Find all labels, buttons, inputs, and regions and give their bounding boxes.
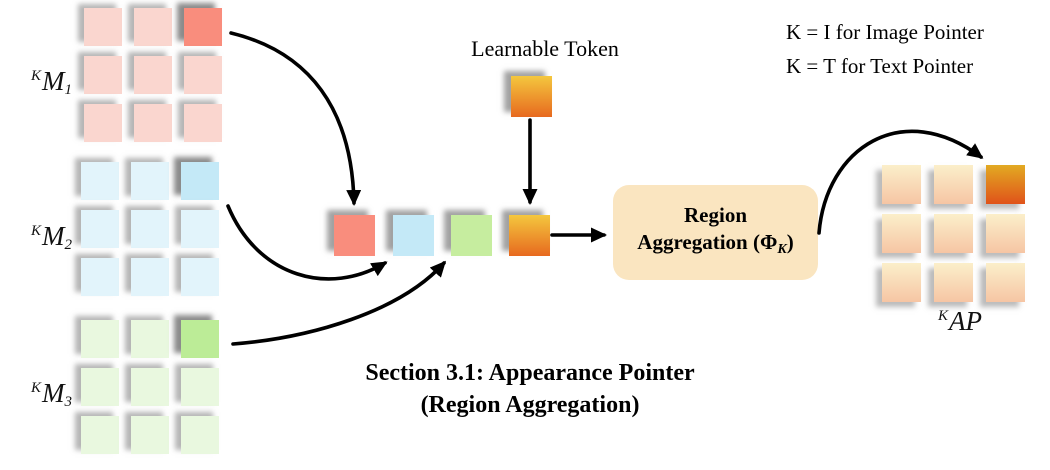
- aggregated-token-square: [509, 215, 550, 256]
- region-box-line1: Region: [684, 203, 747, 227]
- matrix-cell: [181, 416, 219, 454]
- pointer-legend: K = I for Image Pointer K = T for Text P…: [786, 15, 984, 83]
- selected-token-green: [451, 215, 492, 256]
- matrix-cell: [134, 56, 172, 94]
- matrix-cell: [81, 162, 119, 200]
- matrix-label-m2: KM2: [30, 221, 72, 253]
- matrix-cell: [84, 56, 122, 94]
- matrix-cell: [986, 214, 1025, 253]
- matrix-cell: [81, 368, 119, 406]
- learnable-token-square: [511, 76, 552, 117]
- selected-token-red: [334, 215, 375, 256]
- matrix-cell: [131, 162, 169, 200]
- matrix-grid-m3: [81, 320, 219, 454]
- matrix-cell: [84, 104, 122, 142]
- matrix-cell: [934, 214, 973, 253]
- matrix-cell: [131, 368, 169, 406]
- matrix-cell: [184, 56, 222, 94]
- matrix-cell: [81, 416, 119, 454]
- matrix-cell: [882, 263, 921, 302]
- matrix-cell: [134, 8, 172, 46]
- matrix-cell-highlight: [986, 165, 1025, 204]
- matrix-cell-highlight: [181, 162, 219, 200]
- arrow-m3-to-green-token: [231, 260, 447, 346]
- matrix-grid-m1: [84, 8, 222, 142]
- section-caption-line2: (Region Aggregation): [420, 392, 640, 418]
- matrix-cell: [131, 258, 169, 296]
- pointer-legend-line2: K = T for Text Pointer: [786, 54, 974, 78]
- matrix-cell: [934, 165, 973, 204]
- output-matrix-label: KAP: [937, 306, 982, 336]
- matrix-cell: [81, 320, 119, 358]
- selected-token-blue: [393, 215, 434, 256]
- matrix-cell: [134, 104, 172, 142]
- section-caption: Section 3.1: Appearance Pointer (Region …: [320, 357, 740, 421]
- region-box-line2: Aggregation (ΦK): [637, 230, 794, 257]
- matrix-cell: [934, 263, 973, 302]
- arrow-m1-to-red-token: [229, 31, 362, 206]
- matrix-cell: [131, 320, 169, 358]
- matrix-label-m1: KM1: [30, 66, 72, 98]
- matrix-cell: [882, 214, 921, 253]
- matrix-cell-highlight: [184, 8, 222, 46]
- pointer-legend-line1: K = I for Image Pointer: [786, 20, 984, 44]
- matrix-grid-m2: [81, 162, 219, 296]
- matrix-cell: [81, 258, 119, 296]
- matrix-label-m3: KM3: [30, 378, 72, 410]
- matrix-cell: [181, 368, 219, 406]
- matrix-cell: [181, 210, 219, 248]
- matrix-cell: [81, 210, 119, 248]
- matrix-cell-highlight: [181, 320, 219, 358]
- matrix-cell: [181, 258, 219, 296]
- matrix-cell: [184, 104, 222, 142]
- matrix-cell: [84, 8, 122, 46]
- matrix-cell: [131, 416, 169, 454]
- learnable-token-label: Learnable Token: [471, 36, 619, 61]
- matrix-cell: [131, 210, 169, 248]
- matrix-cell: [882, 165, 921, 204]
- section-caption-line1: Section 3.1: Appearance Pointer: [365, 360, 695, 386]
- matrix-cell: [986, 263, 1025, 302]
- output-matrix-grid-ap: [882, 165, 1025, 302]
- region-aggregation-box: Region Aggregation (ΦK): [613, 185, 818, 280]
